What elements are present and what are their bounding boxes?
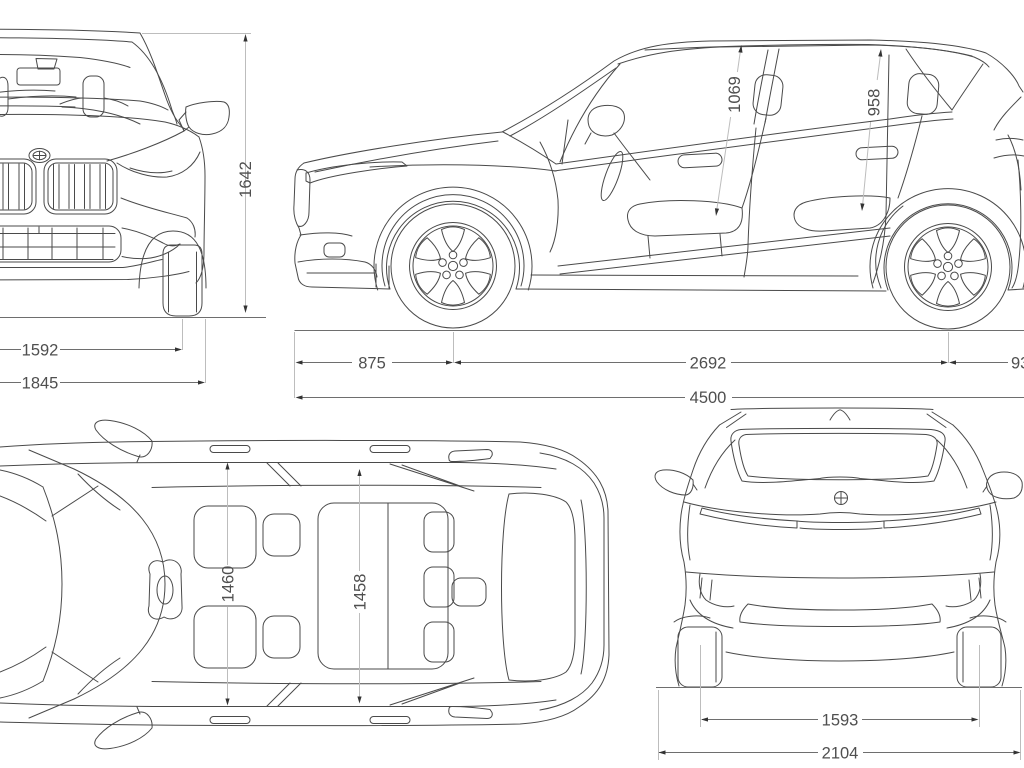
svg-text:2104: 2104 xyxy=(822,744,859,762)
svg-text:875: 875 xyxy=(358,354,386,372)
svg-text:958: 958 xyxy=(866,89,884,117)
svg-text:1069: 1069 xyxy=(726,76,744,113)
svg-text:1845: 1845 xyxy=(22,374,59,392)
svg-text:1592: 1592 xyxy=(22,341,59,359)
svg-text:2692: 2692 xyxy=(690,354,727,372)
svg-text:933: 933 xyxy=(1011,354,1024,372)
svg-text:1458: 1458 xyxy=(352,574,370,611)
svg-text:1460: 1460 xyxy=(220,566,238,603)
svg-text:1642: 1642 xyxy=(237,161,255,198)
svg-text:1593: 1593 xyxy=(822,711,859,729)
svg-text:4500: 4500 xyxy=(690,389,727,407)
